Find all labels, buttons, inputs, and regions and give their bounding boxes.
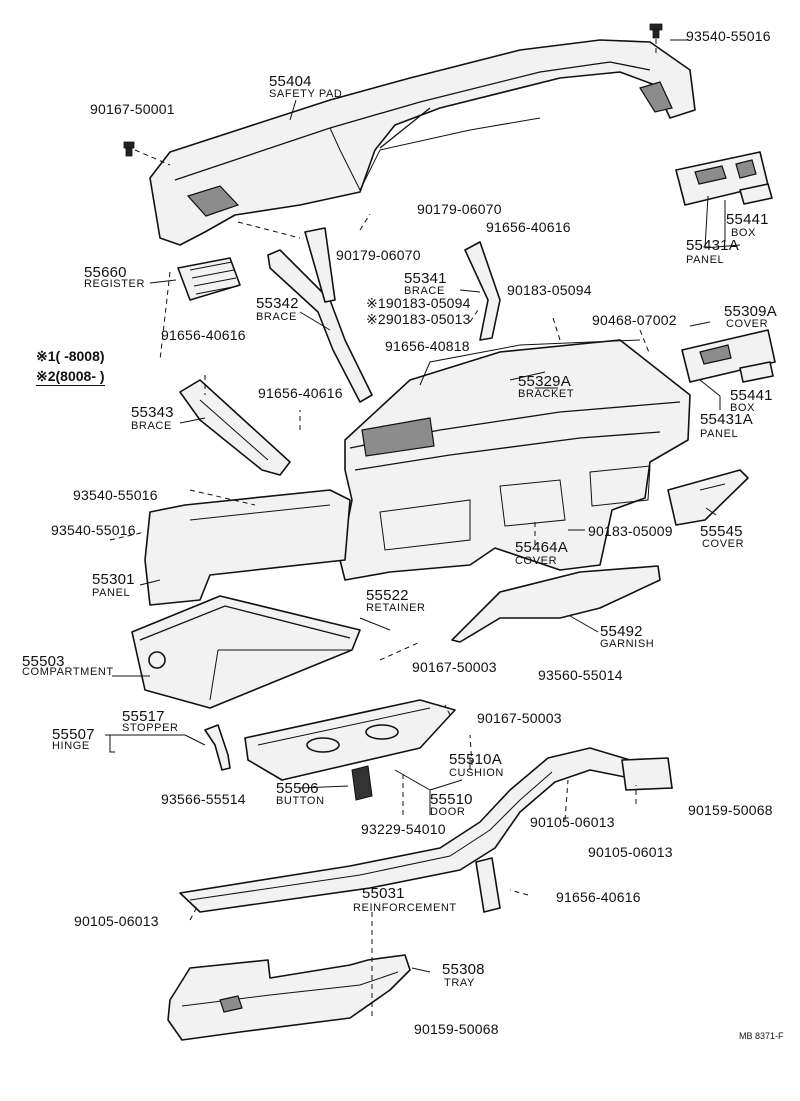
part-number-290183-05013: ※290183-05013 [366,311,471,327]
part-number-190183-05094: ※190183-05094 [366,295,471,311]
box-55441-top-name: BOX [731,227,757,239]
part-number-90159-50068-low: 90159-50068 [414,1021,499,1037]
door-part [244,699,456,781]
part-number-90183-05009: 90183-05009 [588,523,673,539]
stopper-55517-name: STOPPER [122,722,179,734]
register-number: 55660 [84,264,127,281]
part-number-91656-40818: 91656-40818 [385,338,470,354]
part-number-90167-50001: 90167-50001 [90,101,175,117]
stopper-55517-number: 55517 [122,708,165,725]
part-number-93540-55016-a: 93540-55016 [73,487,158,503]
compartment-55503-number: 55503 [22,653,65,670]
garnish-55492-name: GARNISH [600,638,655,650]
part-number-91656-40616-low: 91656-40616 [556,889,641,905]
bracket-55329a-name: BRACKET [518,388,575,400]
part-number-90468-07002: 90468-07002 [592,312,677,328]
button-55506-number: 55506 [276,780,319,797]
garnish-55492-part [451,565,661,643]
panel-55301-number: 55301 [92,571,135,588]
bracket-55329a-number: 55329A [518,373,571,390]
part-number-90105-06013-a: 90105-06013 [530,814,615,830]
retainer-55522-number: 55522 [366,587,409,604]
brace-55343-part [179,379,291,476]
tray-55308-number: 55308 [442,961,485,978]
tray-55308-name: TRAY [444,977,475,989]
brace-55341-part [464,241,501,341]
part-number-93560-55014: 93560-55014 [538,667,623,683]
note-line-1: ※1( -8008) [36,348,105,364]
part-number-90179-06070-a: 90179-06070 [417,201,502,217]
part-number-90167-50003-b: 90167-50003 [477,710,562,726]
hinge-55507-number: 55507 [52,726,95,743]
box-55441-mid-name: BOX [730,402,756,414]
part-number-90179-06070-b: 90179-06070 [336,247,421,263]
safety-pad-number: 55404 [269,73,312,90]
door-55510-number: 55510 [430,791,473,808]
cushion-55510a-name: CUSHION [449,767,504,779]
box-55441-mid-number: 55441 [730,387,773,404]
brace-55341-name: BRACE [404,285,445,297]
box-55441-top-number: 55441 [726,211,769,228]
garnish-55492-number: 55492 [600,623,643,640]
register-part [177,257,241,301]
compartment-55503-name: COMPARTMENT [22,666,114,678]
cover-55309a-number: 55309A [724,303,777,320]
tray-part [167,954,411,1041]
part-number-93540-55016-b: 93540-55016 [51,522,136,538]
cover-55464a-number: 55464A [515,539,568,556]
safety-pad-name: SAFETY PAD [269,88,343,100]
figure-code: MB 8371-F [739,1031,784,1041]
note-line-2: ※2(8008- ) [36,368,105,386]
compartment-part [131,595,361,709]
cover-55464a-name: COVER [515,555,558,567]
reinforcement-part [179,747,673,913]
cover-55309a-name: COVER [726,318,769,330]
side-panel-55301-part [144,489,351,606]
reinforcement-55031-number: 55031 [362,885,405,902]
instrument-panel-part [339,339,691,581]
panel-55431a-top-part [675,151,773,206]
brace-55342-number: 55342 [256,295,299,312]
part-number-93229-54010: 93229-54010 [361,821,446,837]
part-number-93540-55016-top: 93540-55016 [686,28,771,44]
safety-pad-part [149,39,696,246]
cover-55545-part [667,469,749,526]
part-number-90167-50003-a: 90167-50003 [412,659,497,675]
part-number-90105-06013-c: 90105-06013 [74,913,159,929]
panel-55431a-top-name: PANEL [686,254,725,266]
panel-55431a-mid-number: 55431A [700,411,753,428]
reinforcement-55031-name: REINFORCEMENT [353,902,457,914]
cover-55545-number: 55545 [700,523,743,540]
panel-55301-name: PANEL [92,587,131,599]
part-number-93566-55514: 93566-55514 [161,791,246,807]
brace-55341-number: 55341 [404,270,447,287]
cushion-55510a-number: 55510A [449,751,502,768]
part-number-90105-06013-b: 90105-06013 [588,844,673,860]
door-55510-name: DOOR [430,806,466,818]
button-55506-name: BUTTON [276,795,325,807]
brace-55342-part [267,227,373,403]
panel-55431a-mid-name: PANEL [700,428,739,440]
panel-55431a-top-number: 55431A [686,237,739,254]
hinge-55507-name: HINGE [52,740,90,752]
part-number-91656-40616-top: 91656-40616 [486,219,571,235]
cover-55545-name: COVER [702,538,745,550]
part-number-90183-05094-r: 90183-05094 [507,282,592,298]
part-number-90159-50068-r: 90159-50068 [688,802,773,818]
part-number-91656-40616-left: 91656-40616 [161,327,246,343]
register-name: REGISTER [84,278,146,290]
brace-55343-number: 55343 [131,404,174,421]
panel-55431a-mid-part [681,329,776,383]
brace-55343-name: BRACE [131,420,172,432]
retainer-55522-name: RETAINER [366,602,426,614]
brace-55342-name: BRACE [256,311,297,323]
part-number-91656-40616-mid: 91656-40616 [258,385,343,401]
